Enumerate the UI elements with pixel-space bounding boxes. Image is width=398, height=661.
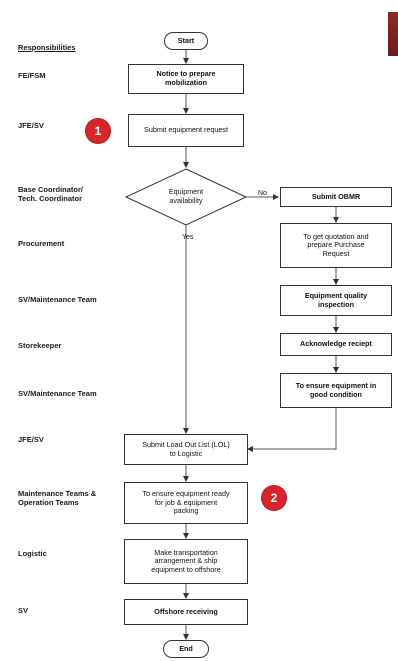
responsibilities-header: Responsibilities: [18, 43, 76, 52]
ready-box: To ensure equipment ready for job & equi…: [124, 482, 248, 524]
edge-label-no: No: [258, 190, 267, 197]
acknowledge-box: Acknowledge reciept: [280, 333, 392, 356]
start-terminal: Start: [164, 32, 208, 50]
logo-fragment: [388, 12, 398, 56]
role-jfe-sv-2: JFE/SV: [18, 435, 44, 444]
role-base-coordinator: Base Coordinator/ Tech. Coordinator: [18, 185, 84, 203]
role-logistic: Logistic: [18, 549, 47, 558]
end-terminal: End: [163, 640, 209, 658]
quality-box: Equipment quality inspection: [280, 285, 392, 316]
role-fe-fsm: FE/FSM: [18, 71, 46, 80]
decision-label: Equipment availability: [168, 187, 204, 205]
submit-request-box: Submit equipment request: [128, 114, 244, 147]
quotation-box: To get quotation and prepare Purchase Re…: [280, 223, 392, 268]
role-jfe-sv-1: JFE/SV: [18, 121, 44, 130]
step-badge-1: 1: [86, 119, 110, 143]
decision-diamond: [124, 168, 248, 226]
role-sv-maintenance-2: SV/Maintenance Team: [18, 389, 97, 398]
notice-box: Notice to prepare mobilization: [128, 64, 244, 94]
submit-obmr-box: Submit OBMR: [280, 187, 392, 207]
role-procurement: Procurement: [18, 239, 65, 248]
role-sv: SV: [18, 606, 29, 615]
step-badge-2: 2: [262, 486, 286, 510]
offshore-box: Offshore receiving: [124, 599, 248, 625]
transport-box: Make transportation arrangement & ship e…: [124, 539, 248, 584]
edge-label-yes: Yes: [182, 234, 194, 241]
role-sv-maintenance-1: SV/Maintenance Team: [18, 295, 97, 304]
role-maintenance-operation: Maintenance Teams & Operation Teams: [18, 489, 97, 507]
arrow-condition-loadout: [247, 408, 337, 452]
good-condition-box: To ensure equipment in good condition: [280, 373, 392, 408]
load-out-box: Submit Load Out List (LOL) to Logistic: [124, 434, 248, 465]
role-storekeeper: Storekeeper: [18, 341, 62, 350]
